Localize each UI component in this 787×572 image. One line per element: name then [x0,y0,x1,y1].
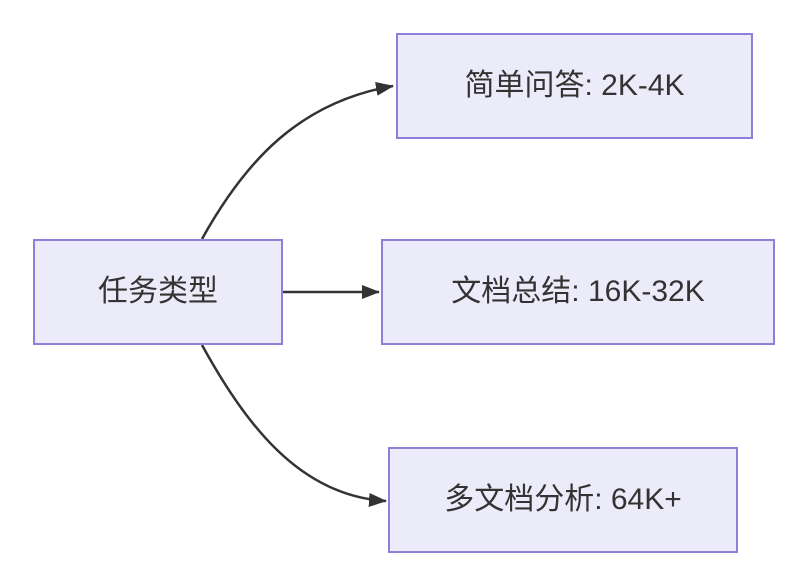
node-doc-summary: 文档总结: 16K-32K [381,239,775,345]
node-task-type-label: 任务类型 [98,275,218,308]
node-task-type: 任务类型 [33,239,283,345]
edge-task-type-to-multi-doc [200,344,387,507]
node-multi-doc: 多文档分析: 64K+ [388,447,738,553]
node-multi-doc-label: 多文档分析: 64K+ [444,483,682,516]
node-simple-qa: 简单问答: 2K-4K [396,33,753,139]
node-simple-qa-label: 简单问答: 2K-4K [464,69,685,102]
edge-task-type-to-simple-qa [200,81,394,240]
node-doc-summary-label: 文档总结: 16K-32K [451,275,705,308]
